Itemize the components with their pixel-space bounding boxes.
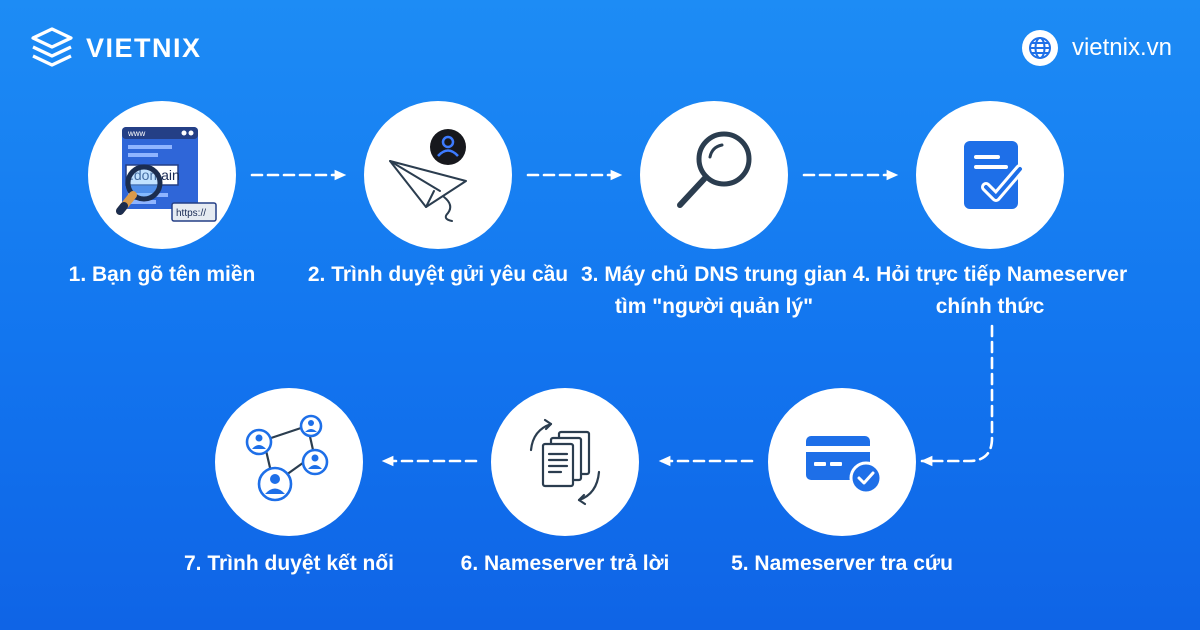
step-3-label: 3. Máy chủ DNS trung gian tìm "người quả… xyxy=(580,263,848,318)
step-4-label: 4. Hỏi trực tiếp Nameserver chính thức xyxy=(852,263,1128,318)
magnifier-icon xyxy=(677,131,752,208)
www-text: www xyxy=(127,129,146,138)
brand: VIETNIX xyxy=(28,26,202,70)
step-7-label: 7. Trình duyệt kết nối xyxy=(183,552,395,575)
paper-plane-user-icon xyxy=(389,129,467,222)
step-7-node xyxy=(215,388,363,536)
https-text: https:// xyxy=(176,208,206,219)
step-3-node xyxy=(640,101,788,249)
website-text: vietnix.vn xyxy=(1071,34,1172,61)
card-check-icon xyxy=(806,436,883,495)
step-1-node: www .domain https:// xyxy=(88,101,236,249)
step-1-label: 1. Bạn gõ tên miền xyxy=(68,263,256,286)
step-6-node xyxy=(491,388,639,536)
brand-name: VIETNIX xyxy=(86,32,202,63)
step-2-node xyxy=(364,101,512,249)
documents-sync-icon xyxy=(529,418,601,506)
arrow-step4-to-step5 xyxy=(920,324,994,467)
user-network-icon xyxy=(245,414,329,502)
globe-icon xyxy=(1021,30,1058,66)
step-4-node xyxy=(916,101,1064,249)
step-5-node xyxy=(768,388,916,536)
domain-browser-icon: www .domain https:// xyxy=(116,127,217,222)
document-check-icon xyxy=(964,141,1025,209)
website-link[interactable]: vietnix.vn xyxy=(1021,30,1172,66)
step-6-label: 6. Nameserver trả lời xyxy=(460,552,670,575)
step-2-label: 2. Trình duyệt gửi yêu cầu xyxy=(307,263,569,286)
stacked-layers-icon xyxy=(31,27,73,67)
step-5-label: 5. Nameserver tra cứu xyxy=(731,552,953,575)
